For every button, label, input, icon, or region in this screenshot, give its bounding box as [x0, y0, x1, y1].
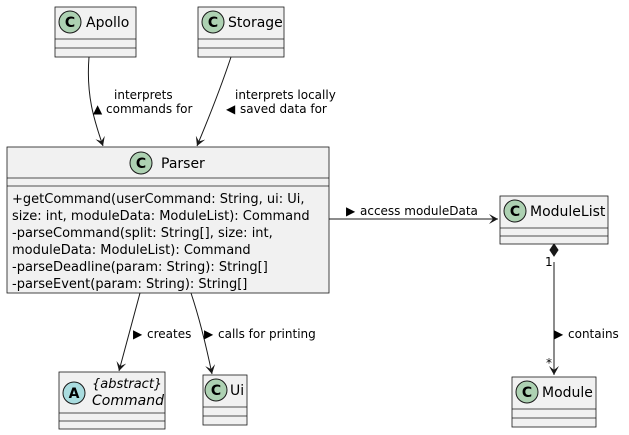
svg-text:C: C — [65, 15, 75, 31]
class-modifier: {abstract} — [92, 377, 162, 392]
label-modulelist-module: ▶ contains 1 * — [545, 255, 619, 370]
direction-arrow-icon: ◀ — [226, 102, 236, 116]
abstract-stereotype-icon — [62, 381, 86, 405]
svg-text:saved data for: saved data for — [240, 102, 327, 116]
method-parsecommand: -parseCommand(split: String[], size: int… — [12, 226, 273, 241]
class-ui: C Ui — [202, 374, 248, 426]
label-parser-ui: ▶ calls for printing — [204, 327, 316, 341]
label-parser-modulelist: ▶ access moduleData — [346, 204, 478, 218]
svg-text:interprets locally: interprets locally — [235, 88, 336, 102]
class-name: Storage — [228, 15, 283, 31]
method-parseevent: -parseEvent(param: String): String[] — [12, 277, 247, 292]
svg-text:interprets: interprets — [114, 88, 173, 102]
label-parser-command: ▶ creates — [133, 327, 191, 341]
edge-apollo-parser — [87, 56, 105, 147]
method-parsedeadline: -parseDeadline(param: String): String[] — [12, 260, 268, 275]
class-name: Apollo — [86, 15, 129, 31]
edge-parser-ui — [190, 292, 216, 375]
class-stereotype-icon — [129, 151, 153, 175]
class-name: Module — [542, 385, 593, 401]
class-command: A {abstract} Command — [58, 371, 166, 430]
class-stereotype-icon — [503, 199, 527, 223]
direction-arrow-icon: ▶ — [554, 327, 564, 341]
edge-parser-command — [116, 292, 141, 372]
method-getcommand: +getCommand(userCommand: String, ui: Ui, — [12, 192, 305, 207]
class-stereotype-icon — [204, 378, 228, 402]
svg-text:C: C — [510, 204, 520, 220]
class-stereotype-icon — [58, 10, 82, 34]
class-apollo: C Apollo — [54, 6, 137, 58]
direction-arrow-icon: ▶ — [346, 204, 356, 218]
multiplicity-target: * — [546, 356, 552, 370]
class-name: ModuleList — [530, 204, 606, 220]
multiplicity-source: 1 — [545, 255, 553, 269]
class-stereotype-icon — [201, 10, 225, 34]
class-name: Command — [92, 393, 164, 409]
label-apollo-parser: interprets ▲ commands for — [93, 88, 193, 116]
svg-text:commands for: commands for — [106, 102, 193, 116]
svg-text:access moduleData: access moduleData — [360, 204, 478, 218]
svg-text:C: C — [136, 156, 146, 172]
label-storage-parser: interprets locally ◀ saved data for — [226, 88, 336, 116]
svg-text:calls for printing: calls for printing — [218, 327, 316, 341]
class-stereotype-icon — [515, 380, 539, 404]
direction-arrow-icon: ▶ — [204, 327, 214, 341]
svg-text:C: C — [208, 15, 218, 31]
svg-text:contains: contains — [568, 327, 619, 341]
class-name: Parser — [161, 156, 205, 172]
svg-text:C: C — [211, 383, 221, 399]
method-getcommand-cont: size: int, moduleData: ModuleList): Comm… — [12, 209, 310, 224]
svg-text:C: C — [522, 385, 532, 401]
composition-diamond — [549, 243, 559, 257]
direction-arrow-icon: ▶ — [133, 327, 143, 341]
class-modulelist: C ModuleList — [499, 195, 609, 245]
svg-text:creates: creates — [147, 327, 191, 341]
class-parser: C Parser +getCommand(userCommand: String… — [6, 146, 330, 294]
class-storage: C Storage — [197, 6, 285, 58]
method-parsecommand-cont: moduleData: ModuleList): Command — [12, 243, 251, 258]
class-module: C Module — [511, 376, 597, 428]
svg-text:A: A — [69, 386, 80, 402]
direction-arrow-icon: ▲ — [93, 102, 103, 116]
class-name: Ui — [230, 383, 244, 399]
edge-storage-parser — [195, 56, 232, 147]
